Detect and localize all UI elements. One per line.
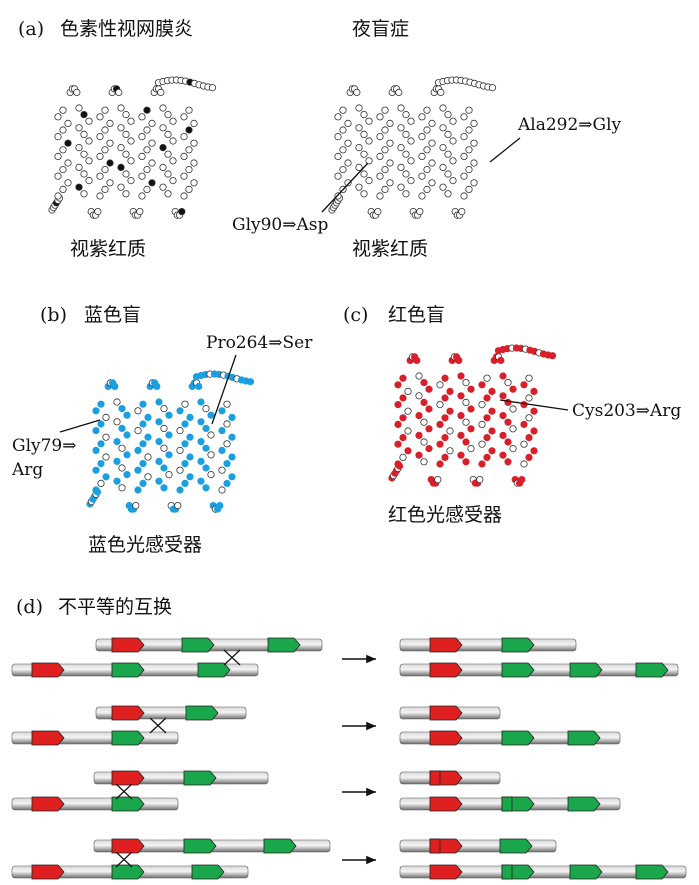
protein-diagrams [48, 76, 557, 513]
section-d-label: (d) [16, 596, 43, 618]
pointer-ala292 [489, 137, 521, 163]
caption-blue-receptor: 蓝色光感受器 [88, 534, 203, 556]
row1-bottom-chromosome [11, 662, 259, 678]
pointer-cys203 [499, 399, 569, 411]
section-a-label: (a) [18, 18, 45, 40]
row1-result-top [399, 637, 577, 653]
row2-result-bottom [399, 730, 621, 746]
row1-crossover [223, 649, 241, 666]
row4-bottom-chromosome [11, 864, 249, 880]
title-night-blindness: 夜盲症 [352, 18, 410, 40]
row2-crossover [149, 717, 167, 734]
pointer-pro264 [211, 354, 237, 425]
pointer-gly79 [59, 419, 101, 433]
section-b-label: (b) [40, 304, 67, 326]
title-retinitis-pigmentosa: 色素性视网膜炎 [60, 18, 194, 40]
row3-bottom-chromosome [11, 796, 179, 812]
row1-result-bottom [399, 662, 679, 678]
row2-result-top [399, 705, 501, 721]
mutation-cys203-arg: Cys203⇒Arg [572, 401, 682, 421]
row4-result-top [399, 838, 557, 854]
mutation-pointers [59, 137, 569, 433]
mutation-pro264-ser: Pro264⇒Ser [206, 333, 313, 353]
row4-top-chromosome [93, 838, 331, 854]
unequal-crossover-diagram [11, 637, 687, 880]
pointer-gly90 [321, 162, 369, 213]
row3-result-top [399, 770, 501, 786]
caption-red-receptor: 红色光感受器 [388, 504, 503, 526]
row3-top-chromosome [93, 770, 269, 786]
caption-rhodopsin-right: 视紫红质 [352, 238, 429, 260]
row1-top-chromosome [95, 637, 323, 653]
row2-bottom-chromosome [11, 730, 179, 746]
rhodopsin-protein-left [48, 76, 217, 219]
title-unequal-crossover: 不平等的互换 [58, 596, 173, 618]
caption-rhodopsin-left: 视紫红质 [70, 238, 147, 260]
red-receptor-protein [388, 344, 557, 487]
row3-result-bottom [399, 796, 621, 812]
mutation-gly79-line1: Gly79⇒ [12, 436, 77, 456]
row2-top-chromosome [95, 705, 247, 721]
row3-crossover [115, 783, 133, 800]
row4-result-bottom [399, 864, 687, 880]
mutation-ala292-gly: Ala292⇒Gly [518, 115, 622, 135]
title-tritanopia: 蓝色盲 [84, 304, 142, 326]
row4-crossover [115, 851, 133, 868]
title-protanopia: 红色盲 [388, 304, 446, 326]
mutation-gly90-asp: Gly90⇒Asp [232, 215, 329, 235]
rhodopsin-protein-right [328, 76, 497, 219]
blue-receptor-protein [86, 370, 255, 513]
mutation-gly79-line2: Arg [12, 460, 44, 480]
section-c-label: (c) [343, 304, 369, 326]
